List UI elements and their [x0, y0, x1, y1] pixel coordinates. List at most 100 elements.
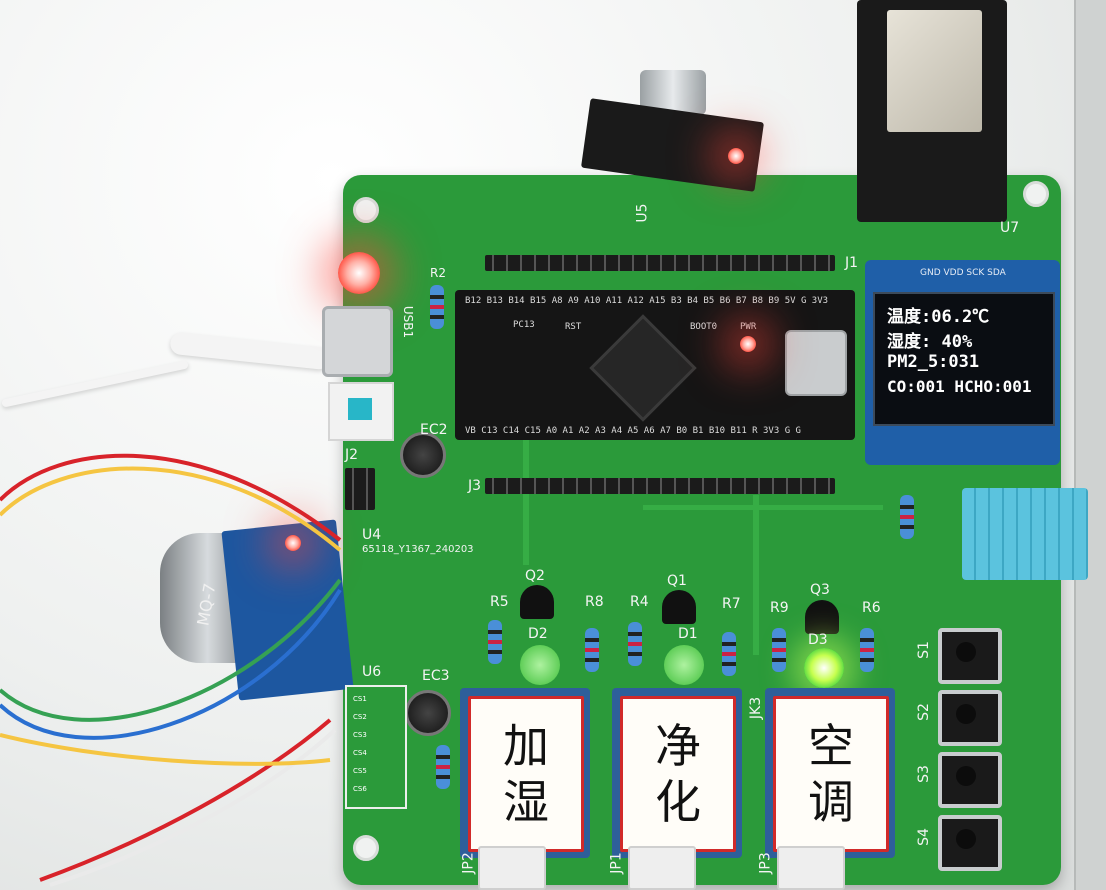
usb-port[interactable] [322, 306, 393, 377]
mcu-usb-c-port [785, 330, 847, 396]
relay-humidify-label: 加 湿 [468, 696, 584, 852]
capacitor-ec3 [405, 690, 451, 736]
wifi-module [857, 0, 1007, 222]
u6-connector: CS1 CS2 CS3 CS4 CS5 CS6 [345, 685, 407, 809]
oled-module: GND VDD SCK SDA 温度:06.2℃ 湿度: 40% PM2_5:0… [865, 260, 1060, 465]
label-r2: R2 [430, 266, 446, 280]
oled-temperature: 温度:06.2℃ [887, 307, 990, 327]
resistor-r2 [430, 285, 444, 329]
label-j3: J3 [468, 478, 482, 494]
power-switch[interactable] [328, 382, 394, 441]
label-r7: R7 [722, 596, 741, 612]
transistor-q2 [520, 585, 554, 619]
mcu-rst-label: RST [565, 322, 582, 332]
label-u7: U7 [1000, 220, 1020, 236]
button-s1[interactable] [938, 628, 1002, 684]
resistor-r4 [628, 622, 642, 666]
u6-pin-3: CS3 [353, 731, 367, 739]
pwr-led [740, 336, 756, 352]
relay-purify: 净 化 [612, 688, 742, 858]
led-d2 [520, 645, 560, 685]
label-jp1: JP1 [608, 852, 625, 874]
relay-humidify: 加 湿 [460, 688, 590, 858]
label-d2: D2 [528, 626, 548, 642]
resistor-dht [900, 495, 914, 539]
label-usb1: USB1 [401, 305, 416, 339]
oled-pm25: PM2_5:031 [887, 352, 980, 372]
u6-pin-4: CS4 [353, 749, 367, 757]
mcu-pc13-label: PC13 [513, 320, 535, 330]
resistor-r5 [488, 620, 502, 664]
label-d3: D3 [808, 632, 828, 648]
label-ec3: EC3 [422, 668, 450, 684]
wifi-shield [887, 10, 982, 132]
label-r8: R8 [585, 594, 604, 610]
transistor-q1 [662, 590, 696, 624]
mcu-boot-label: BOOT0 [690, 322, 718, 332]
mcu-top-pin-labels: B12 B13 B14 B15 A8 A9 A10 A11 A12 A15 B3… [465, 296, 829, 306]
u6-pin-5: CS5 [353, 767, 367, 775]
connector-jp2 [478, 846, 546, 890]
label-r9: R9 [770, 600, 789, 616]
resistor-r9 [772, 628, 786, 672]
led-d3 [804, 648, 844, 688]
resistor-r7 [722, 632, 736, 676]
label-q2: Q2 [525, 568, 545, 584]
label-r4: R4 [630, 594, 649, 610]
enclosure-frame [1074, 0, 1106, 890]
resistor-r6 [860, 628, 874, 672]
usb-cable-wire [1, 360, 189, 408]
label-u4: U4 [362, 527, 382, 543]
sensor-led [728, 148, 744, 164]
label-u4-code: 65118_Y1367_240203 [362, 544, 474, 555]
led-d1 [664, 645, 704, 685]
relay-humidify-char-1: 加 [503, 719, 549, 773]
connector-jp3 [777, 846, 845, 890]
label-j1: J1 [845, 255, 859, 271]
oled-screen: 温度:06.2℃ 湿度: 40% PM2_5:031 CO:001 HCHO:0… [873, 292, 1055, 426]
label-q3: Q3 [810, 582, 830, 598]
relay-ac-char-2: 调 [808, 775, 854, 829]
label-ec2: EC2 [420, 422, 448, 438]
mq7-led [285, 535, 301, 551]
power-indicator-led [338, 252, 380, 294]
label-s2: S2 [915, 703, 932, 721]
resistor-u6 [436, 745, 450, 789]
stm32-board: B12 B13 B14 B15 A8 A9 A10 A11 A12 A15 B3… [455, 290, 855, 440]
label-jp2: JP2 [460, 852, 477, 874]
relay-purify-char-2: 化 [655, 775, 701, 829]
capacitor-ec2 [400, 432, 446, 478]
label-r6: R6 [862, 600, 881, 616]
mcu-bottom-pin-labels: VB C13 C14 C15 A0 A1 A2 A3 A4 A5 A6 A7 B… [465, 426, 801, 436]
label-s1: S1 [915, 641, 932, 659]
label-u6: U6 [362, 664, 382, 680]
u6-pin-1: CS1 [353, 695, 367, 703]
oled-co-hcho: CO:001 HCHO:001 [887, 377, 1032, 396]
relay-purify-char-1: 净 [655, 719, 701, 773]
transistor-q3 [805, 600, 839, 634]
relay-purify-label: 净 化 [620, 696, 736, 852]
relay-ac-char-1: 空 [808, 719, 854, 773]
relay-ac: 空 调 [765, 688, 895, 858]
usb-cable [169, 331, 331, 371]
label-jp3: JP3 [757, 852, 774, 874]
connector-jp1 [628, 846, 696, 890]
label-jk3: JK3 [748, 696, 765, 720]
resistor-r8 [585, 628, 599, 672]
dht11-sensor [962, 488, 1088, 580]
button-s3[interactable] [938, 752, 1002, 808]
label-s3: S3 [915, 765, 932, 783]
oled-pin-labels: GND VDD SCK SDA [920, 268, 1006, 278]
u6-pin-6: CS6 [353, 785, 367, 793]
mcu-pwr-label: PWR [740, 322, 757, 332]
button-s2[interactable] [938, 690, 1002, 746]
mcu-chip [589, 314, 697, 422]
oled-humidity: 湿度: 40% [887, 332, 973, 352]
button-s4[interactable] [938, 815, 1002, 871]
header-j3 [485, 478, 835, 494]
u6-pin-2: CS2 [353, 713, 367, 721]
label-j2: J2 [345, 447, 359, 463]
relay-humidify-char-2: 湿 [503, 775, 549, 829]
relay-ac-label: 空 调 [773, 696, 889, 852]
